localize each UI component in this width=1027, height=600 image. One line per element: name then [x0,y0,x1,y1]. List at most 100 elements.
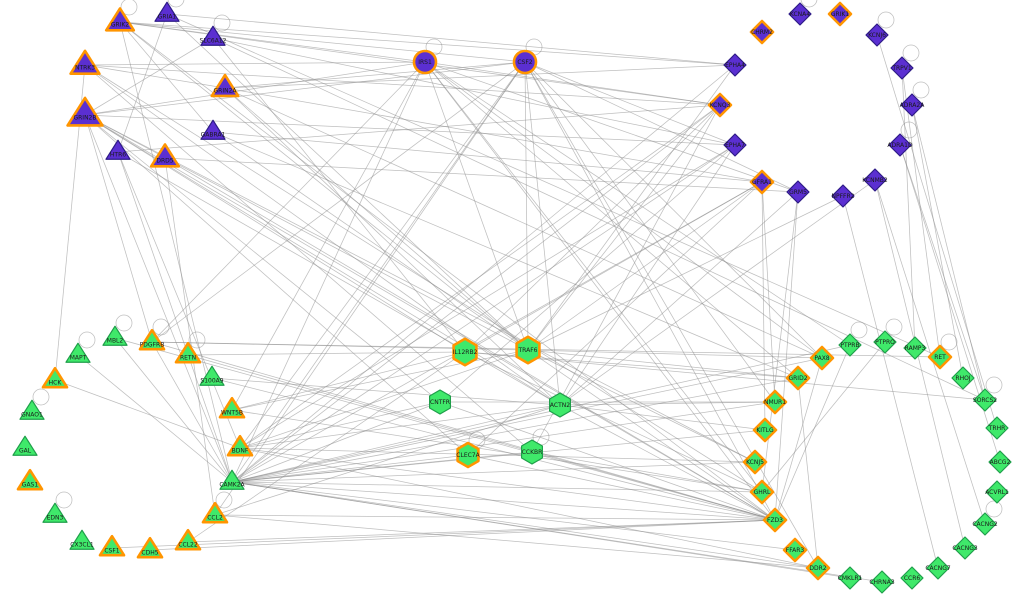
triangle-node-shape[interactable] [219,469,245,490]
diamond-node-shape[interactable] [985,480,1009,504]
node-gd6[interactable]: GRID2 [785,365,811,391]
triangle-node-shape[interactable] [138,328,166,351]
triangle-node-shape[interactable] [65,342,91,363]
node-pt6[interactable]: GRIN2B [66,96,104,127]
triangle-node-shape[interactable] [12,435,38,456]
triangle-node-shape[interactable] [16,468,44,491]
diamond-node-shape[interactable] [749,169,775,195]
diamond-node-shape[interactable] [973,388,997,412]
triangle-node-shape[interactable] [201,501,229,524]
node-pd14[interactable]: KCNMB2 [862,168,888,192]
node-pd3[interactable]: GRIK1 [827,1,853,27]
hexagon-node-shape[interactable] [515,335,541,365]
hexagon-node-shape[interactable] [429,389,451,415]
diamond-node-shape[interactable] [865,23,889,47]
diamond-node-shape[interactable] [742,449,768,475]
diamond-node-shape[interactable] [752,417,778,443]
node-pd9[interactable]: EPHA7 [723,133,747,157]
triangle-node-shape[interactable] [149,143,181,168]
node-gd21[interactable]: CACNG7 [925,556,951,580]
triangle-node-shape[interactable] [98,534,126,557]
node-gd10[interactable]: KITLG [752,417,778,443]
hexagon-node-shape[interactable] [520,439,544,465]
node-gt1[interactable]: MAPT [65,342,91,363]
diamond-node-shape[interactable] [951,366,975,390]
node-gt14[interactable]: CCL2 [201,501,229,524]
diamond-node-shape[interactable] [838,566,862,590]
diamond-node-shape[interactable] [762,507,788,533]
node-gt13[interactable]: EDN3 [42,502,68,523]
node-h2[interactable]: TRAF6 [515,335,541,365]
node-pd5[interactable]: EPHA4 [723,53,747,77]
triangle-node-shape[interactable] [174,341,202,364]
node-gt16[interactable]: CCL22 [174,528,202,551]
node-pt2[interactable]: GRIA1 [154,1,180,22]
triangle-node-shape[interactable] [42,502,68,523]
diamond-node-shape[interactable] [985,416,1009,440]
hexagon-node-shape[interactable] [548,392,572,418]
node-pd12[interactable]: GRM5 [786,180,810,204]
triangle-node-shape[interactable] [102,325,128,346]
diamond-node-shape[interactable] [870,570,894,594]
diamond-node-shape[interactable] [873,330,897,354]
node-pd10[interactable]: ADRA1D [887,133,913,157]
diamond-node-shape[interactable] [863,168,887,192]
node-gd23[interactable]: CCR6 [900,566,924,590]
node-gd9[interactable]: SORCS2 [973,388,997,412]
diamond-node-shape[interactable] [900,566,924,590]
circle-node-shape[interactable] [512,49,538,75]
diamond-node-shape[interactable] [900,93,924,117]
node-gt6[interactable]: S100A9 [199,365,225,386]
diamond-node-shape[interactable] [831,184,855,208]
diamond-node-shape[interactable] [723,53,747,77]
node-gd20[interactable]: DDR2 [805,555,831,581]
triangle-node-shape[interactable] [199,365,225,386]
diamond-node-shape[interactable] [809,345,835,371]
node-h6[interactable]: CCKBR [520,439,544,465]
node-gt4[interactable]: RETN [174,341,202,364]
diamond-node-shape[interactable] [786,180,810,204]
triangle-node-shape[interactable] [200,119,226,140]
hexagon-node-shape[interactable] [456,441,480,469]
node-pd6[interactable]: TRPV1 [890,56,914,80]
node-gt17[interactable]: CSF1 [98,534,126,557]
diamond-node-shape[interactable] [953,536,977,560]
diamond-node-shape[interactable] [927,344,953,370]
diamond-node-shape[interactable] [890,56,914,80]
node-gd17[interactable]: CACNG2 [972,512,998,536]
node-gt11[interactable]: GAS1 [16,468,44,491]
node-pd4[interactable]: KCNJ6 [865,23,889,47]
node-h4[interactable]: ACTN2 [548,392,572,418]
diamond-node-shape[interactable] [827,1,853,27]
triangle-node-shape[interactable] [66,96,104,127]
node-gd19[interactable]: CACNG3 [952,536,978,560]
diamond-node-shape[interactable] [749,19,775,45]
triangle-node-shape[interactable] [200,25,226,46]
diamond-node-shape[interactable] [838,333,862,357]
node-gd5[interactable]: RET [927,344,953,370]
diamond-node-shape[interactable] [888,133,912,157]
triangle-node-shape[interactable] [69,49,101,75]
node-c2[interactable]: CSF2 [512,49,538,75]
node-pt5[interactable]: GRIN2A [210,73,240,98]
triangle-node-shape[interactable] [104,7,136,32]
node-gd13[interactable]: ABCG2 [988,450,1012,474]
node-pd13[interactable]: NPFFR2 [831,184,855,208]
node-gd1[interactable]: PTPRB [838,333,862,357]
triangle-node-shape[interactable] [226,434,254,457]
node-pt4[interactable]: NTRK3 [69,49,101,75]
node-gd16[interactable]: FZD3 [762,507,788,533]
node-c1[interactable]: IRS1 [412,49,438,75]
node-gd11[interactable]: TRHR [985,416,1009,440]
node-pt1[interactable]: GRIK2 [104,7,136,32]
node-gt5[interactable]: HCK [41,366,69,389]
diamond-node-shape[interactable] [788,2,812,26]
node-gt7[interactable]: GNAO1 [19,399,45,420]
triangle-node-shape[interactable] [136,536,164,559]
node-gt15[interactable]: CX3CL1 [69,529,95,550]
node-gt2[interactable]: MBL2 [102,325,128,346]
hexagon-node-shape[interactable] [452,337,478,367]
diamond-node-shape[interactable] [988,450,1012,474]
node-pt7[interactable]: GABRA1 [200,119,226,140]
